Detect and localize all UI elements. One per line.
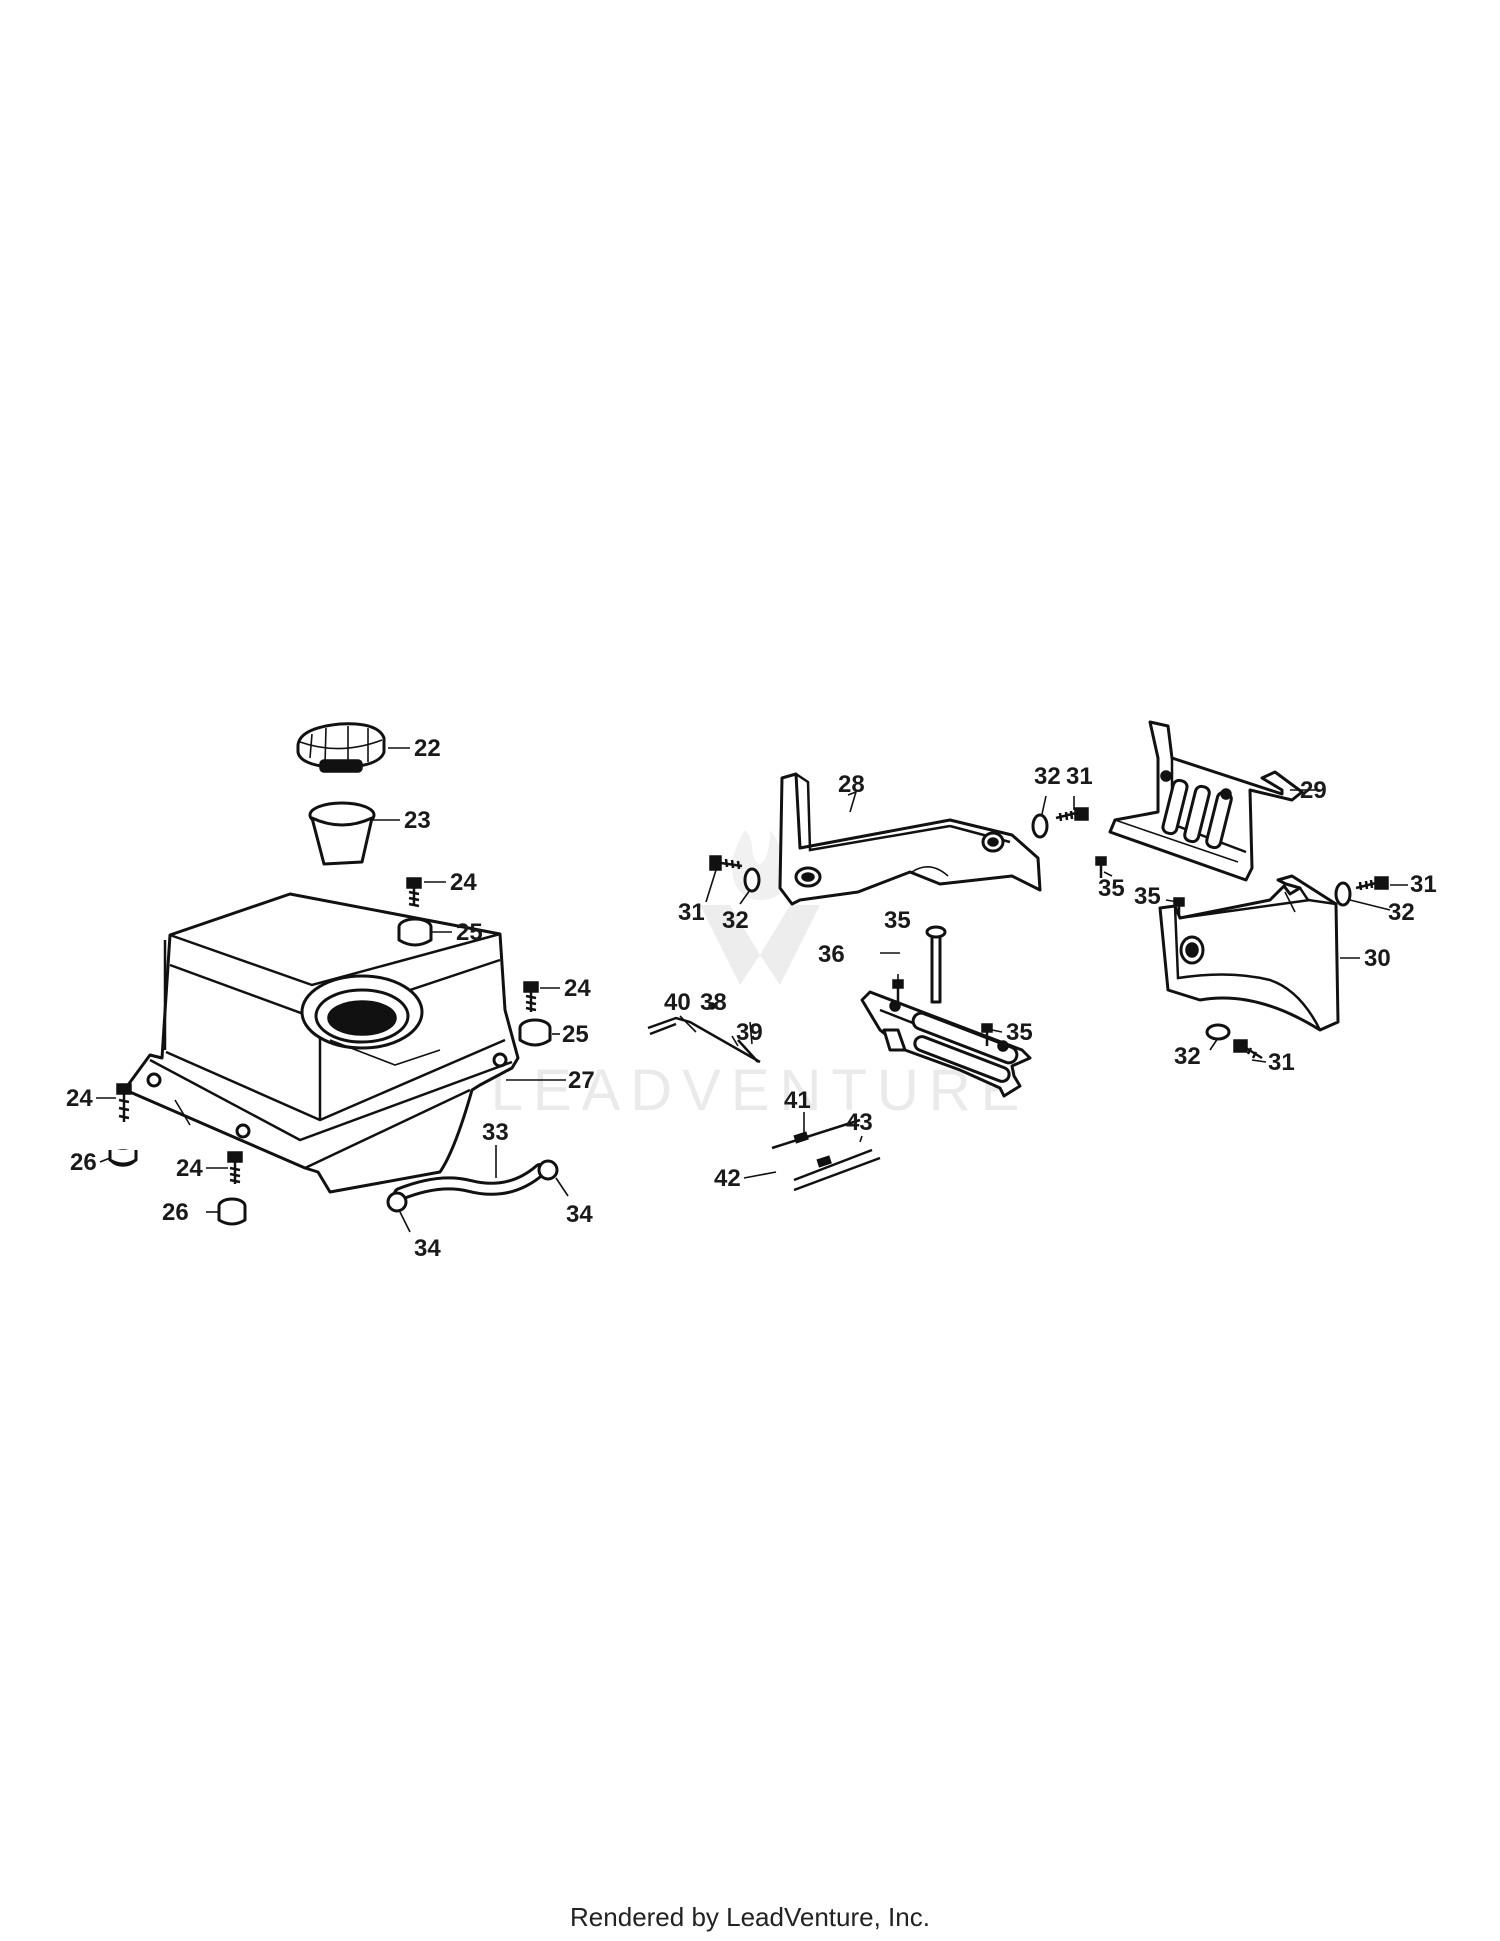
wire-assembly-part[interactable] [771,1118,881,1192]
callout-27: 27 [568,1067,595,1094]
callout-41: 41 [784,1087,811,1114]
watermark-text: LEADVENTURE [491,1058,1030,1123]
callout-36: 36 [818,941,845,968]
callout-31: 31 [1268,1049,1295,1076]
bolt-washer-28-right[interactable] [1031,807,1089,839]
callout-25: 25 [456,919,483,946]
fuel-line-part[interactable] [386,1159,559,1213]
callout-35: 35 [1006,1019,1033,1046]
callout-35: 35 [1134,883,1161,910]
callout-34: 34 [414,1235,441,1262]
callout-29: 29 [1300,777,1327,804]
callout-28: 28 [838,771,865,798]
bracket-36-part[interactable] [860,925,1032,1098]
callout-labels: 22 23 24 25 24 25 27 24 26 24 26 33 34 3… [66,735,1437,1262]
callout-26: 26 [162,1199,189,1226]
leader-lines [96,747,1408,1233]
shield-30-part[interactable] [1158,874,1340,1032]
watermark: LEADVENTURE [491,830,1030,1123]
bolt-washer-28-left[interactable] [709,855,761,893]
callout-31: 31 [1410,871,1437,898]
bracket-28-part[interactable] [778,772,1042,906]
bolt-washer-30-lower[interactable] [1205,1023,1263,1060]
callout-35: 35 [884,907,911,934]
screw-35-left[interactable] [1095,856,1107,878]
callout-32: 32 [1034,763,1061,790]
callout-34: 34 [566,1201,593,1228]
callout-24: 24 [564,975,591,1002]
callout-40: 40 [664,989,691,1016]
screw-35-right-36[interactable] [981,1023,993,1046]
callout-43: 43 [846,1109,873,1136]
callout-38: 38 [700,989,727,1016]
callout-24: 24 [66,1085,93,1112]
callout-32: 32 [1388,899,1415,926]
callout-31: 31 [678,899,705,926]
footer-credit: Rendered by LeadVenture, Inc. [570,1902,930,1932]
callout-35: 35 [1098,875,1125,902]
callout-32: 32 [1174,1043,1201,1070]
fuel-filter-part[interactable] [308,801,376,866]
bolt-washer-30-upper[interactable] [1334,876,1389,907]
callout-33: 33 [482,1119,509,1146]
callout-42: 42 [714,1165,741,1192]
callout-24: 24 [176,1155,203,1182]
plate-29-part[interactable] [1108,720,1304,882]
callout-30: 30 [1364,945,1391,972]
callout-24: 24 [450,869,477,896]
callout-22: 22 [414,735,441,762]
fuel-tank-part[interactable] [126,892,520,1194]
callout-31: 31 [1066,763,1093,790]
callout-25: 25 [562,1021,589,1048]
screw-35-upper-36[interactable] [892,979,904,1002]
callout-23: 23 [404,807,431,834]
tank-fasteners[interactable] [108,877,552,1226]
fuel-cap-part[interactable] [296,722,386,773]
callout-32: 32 [722,907,749,934]
callout-39: 39 [736,1019,763,1046]
callout-26: 26 [70,1149,97,1176]
